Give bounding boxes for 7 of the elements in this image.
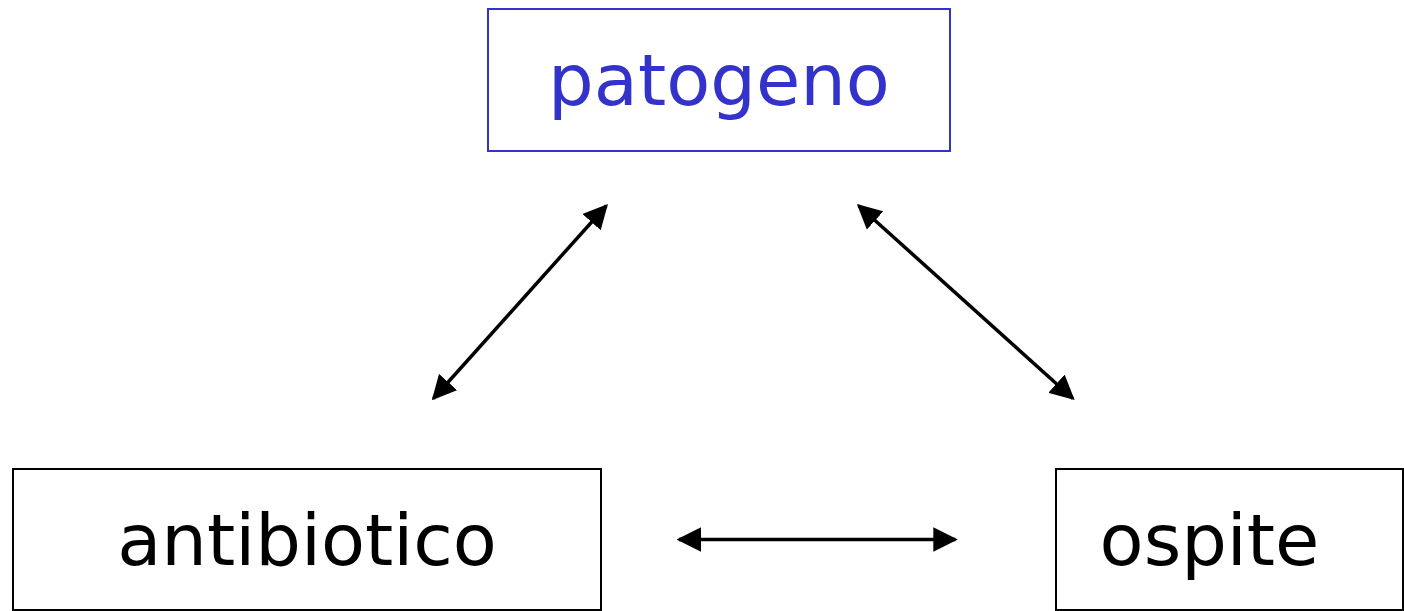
double-arrow bbox=[856, 204, 1075, 401]
concept-box bbox=[12, 468, 602, 611]
double-arrow bbox=[676, 527, 958, 552]
concept-label: antibiotico bbox=[117, 503, 497, 576]
concept-box bbox=[1055, 468, 1404, 611]
double-arrow bbox=[431, 203, 608, 401]
concept-box bbox=[487, 8, 951, 152]
